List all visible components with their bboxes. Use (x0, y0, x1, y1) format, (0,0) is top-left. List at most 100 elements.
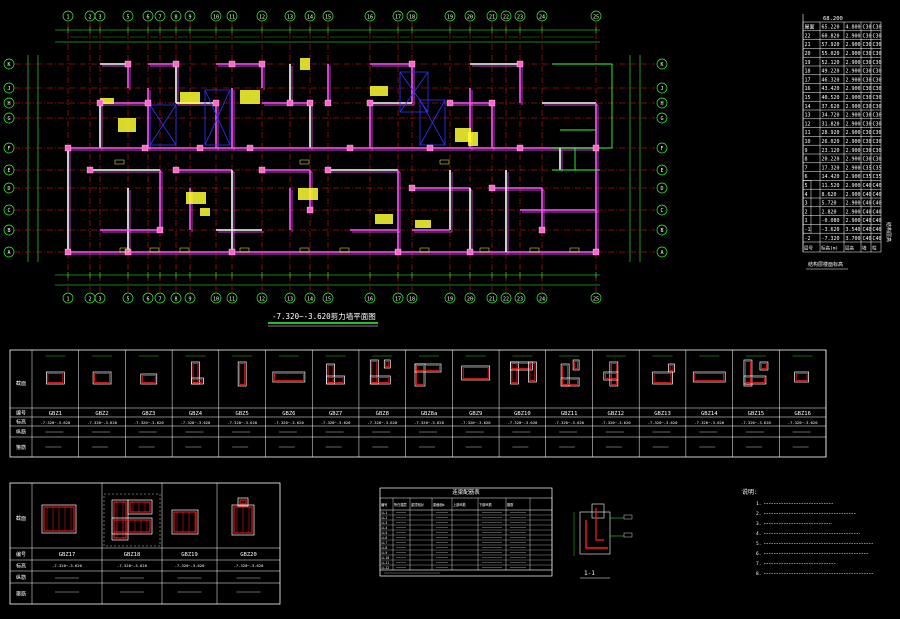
elev-cell: 46.320 (822, 77, 840, 83)
elev-cell: 28.920 (822, 130, 840, 136)
elev-cell: C30 (863, 51, 872, 57)
grid-row-label-left: E (7, 168, 10, 174)
section-detail: 1-1 (573, 503, 633, 579)
beam-row-id: LL5 (382, 531, 388, 535)
beam-row-id: LL11 (382, 561, 390, 565)
section-stirrup (604, 373, 617, 379)
grid-col-bubble-bottom (486, 292, 498, 304)
dim-label-box (419, 247, 430, 253)
note-number: 2. (756, 511, 761, 517)
grid-col-bubble-top (122, 10, 134, 22)
column-marker (124, 60, 132, 68)
elev-cell: C40 (863, 192, 872, 198)
grid-col-label-top: 19 (447, 15, 453, 21)
grid-row-bubble-right (656, 224, 668, 236)
note-number: 7. (756, 561, 761, 567)
grid-col-label-top: 23 (517, 15, 523, 21)
section-outline (461, 365, 491, 381)
beam-row-id: LL12 (382, 566, 390, 570)
schedule2-row-label: 编号 (16, 551, 26, 558)
grid-col-label-top: 1 (66, 15, 69, 21)
elev-cell: C40 (873, 227, 882, 233)
grid-col-label-bottom: 7 (158, 297, 161, 303)
column-marker (306, 206, 314, 214)
grid-col-bubble-bottom (184, 292, 196, 304)
grid-col-bubble-bottom (256, 292, 268, 304)
beam-header-cell: 编号 (381, 502, 387, 507)
section-outline (46, 371, 65, 385)
column-marker (144, 99, 152, 107)
elev-cell: C40 (863, 209, 872, 215)
grid-col-label-bottom: 15 (325, 297, 331, 303)
elev-cell: C30 (863, 113, 872, 119)
column-marker (488, 184, 496, 192)
elev-cell: 2.900 (846, 113, 861, 119)
section-outline (369, 375, 391, 385)
elev-cell: -0.080 (822, 218, 840, 224)
elev-cell: C30 (863, 86, 872, 92)
elev-cell: C30 (873, 42, 882, 48)
elev-cell: 11 (805, 130, 811, 136)
elev-cell: 13 (805, 113, 811, 119)
schedule-col-elev: -7.320~-3.620 (741, 420, 771, 425)
elev-cell: 2.900 (846, 157, 861, 163)
detail-rebar (585, 520, 608, 549)
annotation-box (240, 90, 260, 104)
annotation-box (468, 132, 478, 146)
grid-col-label-bottom: 12 (259, 297, 265, 303)
column-marker (516, 60, 524, 68)
elev-bracket (802, 180, 812, 234)
beam-row-id: LL2 (382, 516, 388, 520)
grid-col-label-bottom: 5 (126, 297, 129, 303)
elev-cell: 5.720 (822, 201, 837, 207)
elev-cell: C30 (873, 139, 882, 145)
elev-cell: 屋面 (805, 25, 815, 31)
annotation-box (455, 128, 471, 142)
grid-col-label-top: 14 (307, 15, 313, 21)
note-number: 1. (756, 501, 761, 507)
grid-col-label-top: 21 (489, 15, 495, 21)
elev-cell: 2.900 (846, 201, 861, 207)
grid-col-bubble-bottom (304, 292, 316, 304)
column-marker (286, 99, 294, 107)
elev-cell: C30 (863, 69, 872, 75)
grid-row-label-right: G (660, 116, 663, 122)
grid-col-bubble-top (514, 10, 526, 22)
plan-title-group: -7.320~-3.620剪力墙平面图 (268, 311, 378, 327)
section-stirrup (745, 377, 765, 383)
schedule-col-elev: -7.320~-3.620 (601, 420, 631, 425)
beam-row-id: LL8 (382, 546, 388, 550)
schedule2-col-id: GBZ19 (181, 552, 198, 558)
schedule-col-id: GBZ8 (376, 411, 389, 417)
elev-cell: 22 (805, 33, 811, 39)
grid-col-label-bottom: 18 (409, 297, 415, 303)
elev-cell: 40.520 (822, 95, 840, 101)
schedule2-row-label: 标高 (16, 563, 26, 570)
elev-cell: C30 (863, 130, 872, 136)
schedule-col-elev: -7.320~-3.620 (461, 420, 491, 425)
elev-cell: 2.900 (846, 218, 861, 224)
section-outline (794, 371, 809, 383)
schedule2-col-id: GBZ18 (124, 552, 141, 558)
grid-col-bubble-top (170, 10, 182, 22)
grid-row-bubble-left (3, 204, 15, 216)
grid-col-bubble-top (304, 10, 316, 22)
schedule-col-id: GBZ4 (189, 411, 203, 417)
column-marker (156, 226, 164, 234)
section-outline (326, 375, 345, 385)
grid-row-bubble-left (3, 58, 15, 70)
schedule-row-label: 编号 (16, 410, 26, 417)
elev-cell: C30 (863, 95, 872, 101)
dim-label-box (299, 159, 310, 165)
elev-cell: 2.900 (846, 60, 861, 66)
column-marker (228, 248, 236, 256)
grid-col-label-bottom: 19 (447, 297, 453, 303)
section-outline (383, 359, 391, 369)
elev-cell: 3.700 (846, 236, 861, 242)
elev-cell: 2.900 (846, 77, 861, 83)
section-stirrup (653, 373, 672, 383)
grid-row-label-right: C (660, 208, 663, 214)
section-stirrup (192, 379, 203, 383)
detail-outline (579, 511, 611, 555)
annotation-box (370, 86, 388, 96)
